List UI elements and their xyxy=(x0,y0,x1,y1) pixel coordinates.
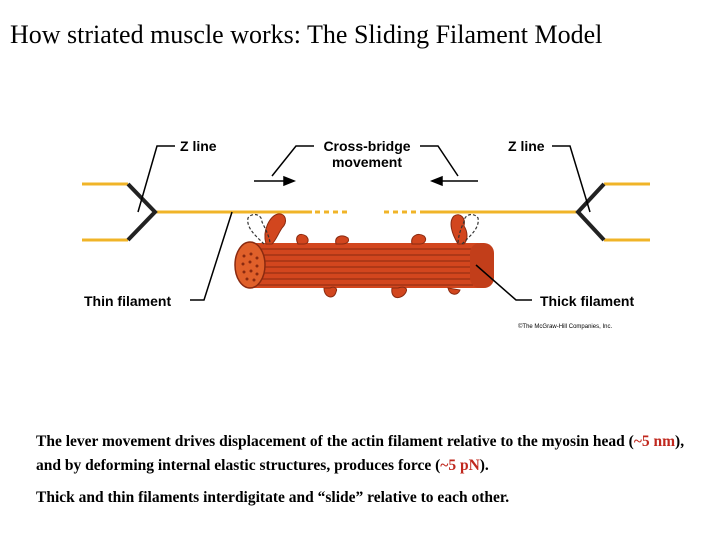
thick-filament xyxy=(234,241,494,289)
caption-paragraph-2: Thick and thin filaments interdigitate a… xyxy=(36,489,510,506)
z-line-right xyxy=(575,182,606,242)
arrow-left-icon xyxy=(429,175,443,187)
z-line-right-label: Z line xyxy=(508,138,545,154)
displacement-value: ~5 nm xyxy=(633,433,676,450)
myosin-heads xyxy=(264,213,468,298)
myosin-head-right xyxy=(450,214,468,245)
cross-bridge-label-line1: Cross-bridge xyxy=(323,138,410,154)
thin-filaments xyxy=(82,182,650,242)
copyright-notice: ©The McGraw-Hill Companies, Inc. xyxy=(518,323,612,330)
thin-filament-label: Thin filament xyxy=(84,293,171,309)
leader-lines xyxy=(137,145,591,301)
force-value: ~5 pN xyxy=(440,457,480,474)
cross-bridge-label-line2: movement xyxy=(332,154,402,170)
z-line-left xyxy=(126,182,158,242)
movement-arrows xyxy=(254,175,478,187)
z-line-left-label: Z line xyxy=(180,138,217,154)
previous-head-positions xyxy=(247,213,479,245)
caption-paragraph-1: The lever movement drives displacement o… xyxy=(36,433,685,474)
thick-filament-label: Thick filament xyxy=(540,293,634,309)
myosin-head-left xyxy=(264,213,286,245)
page-title: How striated muscle works: The Sliding F… xyxy=(10,20,603,49)
arrow-right-icon xyxy=(283,175,297,187)
caption: The lever movement drives displacement o… xyxy=(36,430,696,510)
